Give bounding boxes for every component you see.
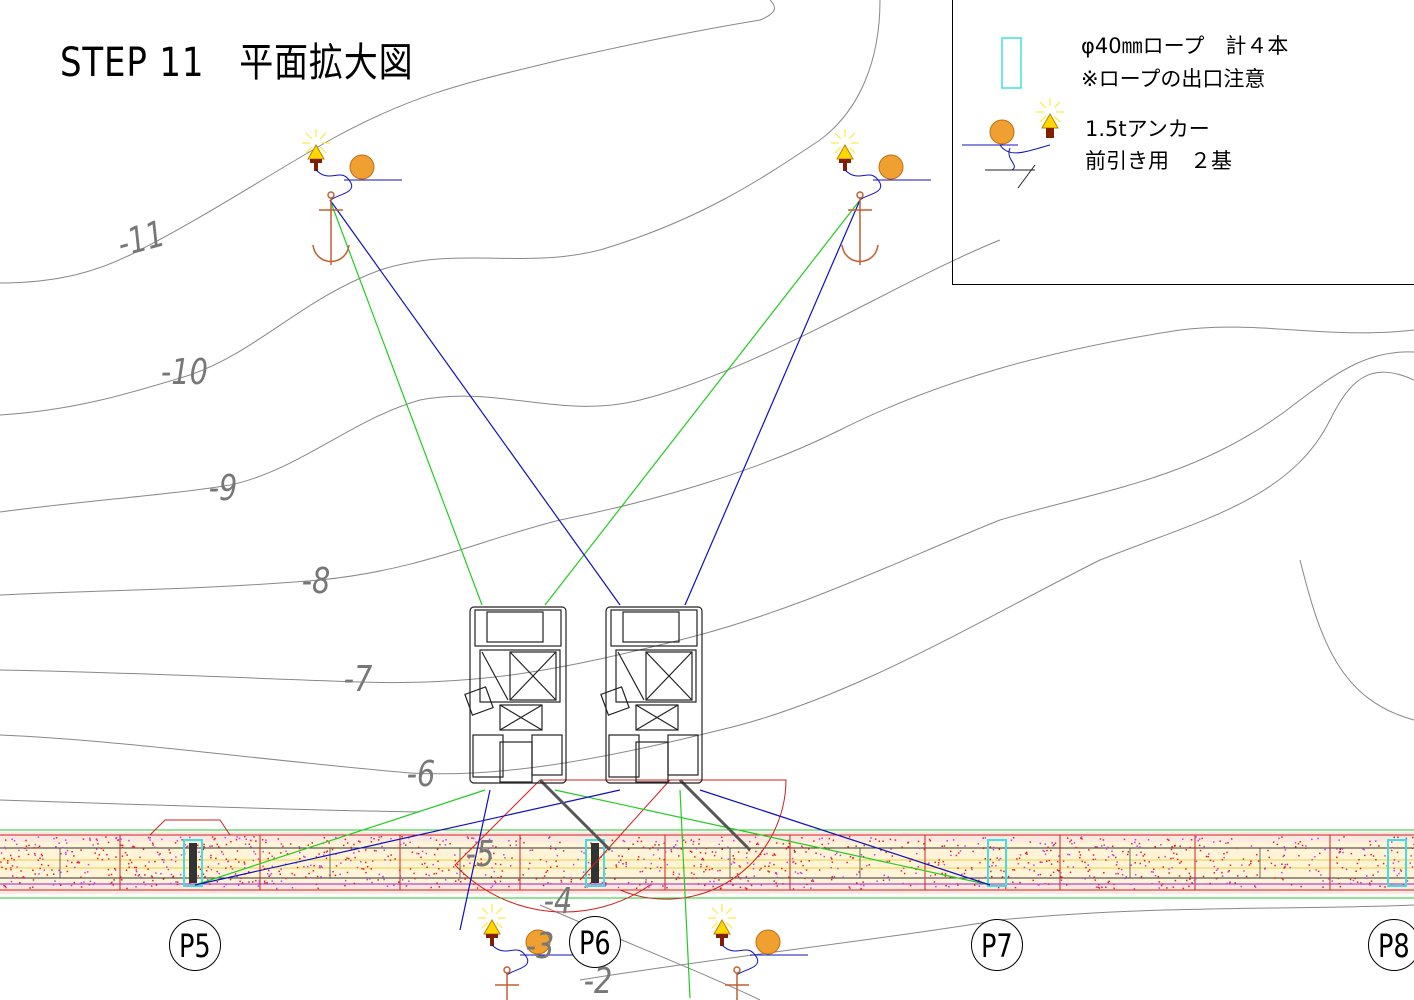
- contour-label: -8: [301, 561, 331, 602]
- legend-anchor-note: 前引き用 ２基: [1085, 149, 1232, 173]
- pier-label-p5: P5: [169, 919, 221, 971]
- legend-anchor-icon: [962, 98, 1064, 189]
- legend-rope-note: ※ロープの出口注意: [1081, 67, 1266, 91]
- pier-label-text: P6: [579, 924, 611, 962]
- work-barge: [600, 606, 703, 784]
- bridge-deck: [0, 819, 1414, 899]
- legend-rope-box-icon: [1001, 37, 1022, 89]
- ropes-blue: [194, 199, 991, 931]
- anchor-mooring-front-left: [478, 904, 578, 1000]
- page-title: STEP 11 平面拡大図: [60, 40, 414, 86]
- light-buoy-icon: [708, 904, 736, 946]
- swing-arcs: [454, 779, 787, 913]
- work-barge: [464, 606, 567, 784]
- pier-label-p7: P7: [971, 919, 1023, 971]
- anchor-mooring-right: [831, 129, 931, 265]
- contour-label: -7: [343, 659, 373, 700]
- pier-label-p8: P8: [1368, 919, 1414, 971]
- contour-label: -5: [465, 834, 495, 875]
- pier-label-text: P8: [1378, 927, 1410, 965]
- anchor-icon: [312, 191, 350, 265]
- spud-arms: [538, 778, 752, 852]
- buoy-icon: [525, 929, 551, 955]
- pier-label-text: P7: [981, 927, 1013, 965]
- anchor-icon: [725, 966, 749, 1000]
- anchor-mooring-left: [302, 129, 402, 265]
- contour-label: -6: [406, 754, 436, 795]
- contour-label: -4: [543, 881, 573, 922]
- buoy-icon: [349, 154, 375, 180]
- pier-label-text: P5: [179, 927, 211, 965]
- legend-rope-label: φ40㎜ロープ 計４本: [1081, 34, 1289, 58]
- pier-rope-boxes: [183, 839, 1407, 887]
- buoy-icon: [878, 154, 904, 180]
- anchor-mooring-front-right: [708, 904, 808, 1000]
- pier-label-p6: P6: [569, 916, 621, 968]
- legend-anchor-label: 1.5tアンカー: [1085, 117, 1210, 141]
- contour-label: -9: [208, 468, 238, 509]
- anchor-icon: [841, 191, 879, 265]
- contour-label: -2: [583, 961, 613, 1000]
- light-buoy-icon: [478, 904, 506, 946]
- contour-label: -10: [160, 352, 208, 393]
- light-buoy-icon: [302, 129, 330, 171]
- legend-box: φ40㎜ロープ 計４本 ※ロープの出口注意 1.5tアンカー 前引き用 ２基: [952, 0, 1414, 285]
- anchor-icon: [495, 966, 519, 1000]
- contour-label: -3: [525, 926, 555, 967]
- light-buoy-icon: [831, 129, 859, 171]
- ropes-green: [194, 199, 991, 999]
- buoy-icon: [755, 929, 781, 955]
